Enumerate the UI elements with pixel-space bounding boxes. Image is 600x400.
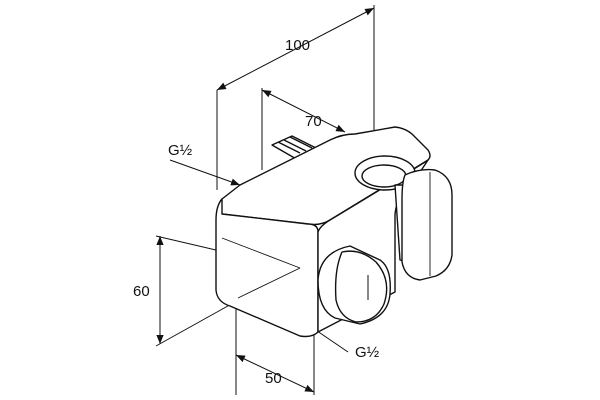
cradle-inner xyxy=(361,164,407,188)
leader-inlet xyxy=(169,159,241,186)
dim-70-line xyxy=(261,89,346,133)
dim-50-line xyxy=(235,354,315,393)
outlet-front xyxy=(334,250,388,323)
dim-label-50: 50 xyxy=(265,370,282,387)
front-face xyxy=(215,198,319,338)
front-edge-line xyxy=(221,237,301,269)
wall-holder-body xyxy=(215,126,453,338)
front-diag-line xyxy=(237,267,301,299)
thread-label-inlet: G½ xyxy=(168,142,193,159)
dim-100-line xyxy=(216,7,375,91)
dim-label-60: 60 xyxy=(133,283,150,300)
thread-label-outlet: G½ xyxy=(355,344,380,361)
dim-label-100: 100 xyxy=(285,37,311,54)
dim-60-ext-bottom xyxy=(155,301,236,347)
dim-label-70: 70 xyxy=(305,113,322,130)
holder-lip xyxy=(401,168,453,281)
